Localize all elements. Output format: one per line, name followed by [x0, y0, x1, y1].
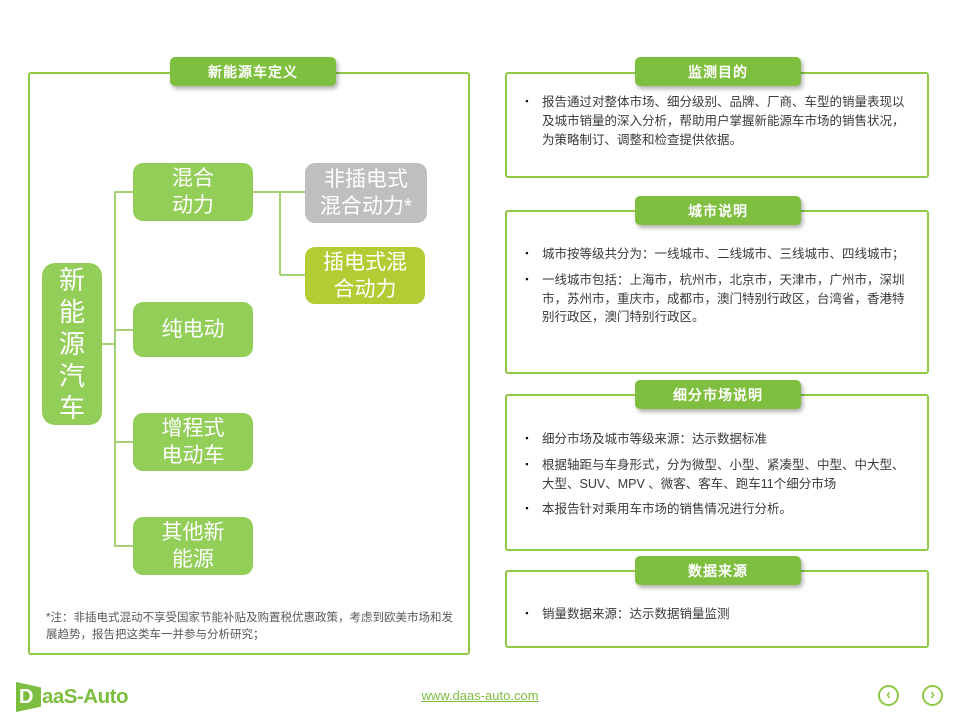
section-badge-market-segment: 细分市场说明 — [635, 380, 801, 409]
logo-text: aaS-Auto — [42, 685, 128, 708]
bullet-text: 根据轴距与车身形式，分为微型、小型、紧凑型、中型、中大型、大型、SUV、MPV … — [542, 457, 905, 491]
connector-line — [115, 545, 133, 547]
bullet-text: 报告通过对整体市场、细分级别、品牌、厂商、车型的销量表现以及城市销量的深入分析，… — [542, 95, 905, 147]
node-other-new-energy: 其他新 能源 — [133, 517, 253, 575]
bullet-text: 销量数据来源：达示数据销量监测 — [542, 607, 730, 621]
node-new-energy-vehicle: 新 能 源 汽 车 — [42, 263, 102, 425]
bullet-text: 城市按等级共分为：一线城市、二线城市、三线城市、四线城市； — [542, 247, 905, 261]
bullet-item: ▪ 报告通过对整体市场、细分级别、品牌、厂商、车型的销量表现以及城市销量的深入分… — [521, 93, 909, 149]
section-monitoring-purpose — [505, 72, 929, 178]
chevron-left-icon: ‹ — [886, 686, 891, 703]
bullet-item: ▪ 本报告针对乘用车市场的销售情况进行分析。 — [521, 500, 909, 519]
definition-footnote: *注：非插电式混动不享受国家节能补贴及购置税优惠政策，考虑到欧美市场和发展趋势，… — [46, 612, 453, 641]
connector-line — [115, 191, 133, 193]
section-market-segment — [505, 394, 929, 551]
node-plugin-hybrid: 插电式混 合动力 — [305, 247, 425, 304]
definition-badge: 新能源车定义 — [170, 57, 336, 86]
node-pure-electric: 纯电动 — [133, 302, 253, 357]
bullet-item: ▪ 根据轴距与车身形式，分为微型、小型、紧凑型、中型、中大型、大型、SUV、MP… — [521, 456, 909, 494]
section-badge-data-source: 数据来源 — [635, 556, 801, 585]
connector-line — [102, 343, 115, 345]
section-badge-monitoring-purpose: 监测目的 — [635, 57, 801, 86]
bullet-icon: ▪ — [525, 248, 529, 258]
bullet-icon: ▪ — [525, 458, 529, 469]
connector-line — [115, 441, 133, 443]
bullet-item: ▪ 销量数据来源：达示数据销量监测 — [521, 605, 909, 624]
logo-d-icon: D — [16, 682, 41, 712]
logo: D aaS-Auto — [16, 682, 128, 712]
node-non-plugin-hybrid: 非插电式 混合动力* — [305, 163, 427, 223]
bullet-item: ▪ 细分市场及城市等级来源：达示数据标准 — [521, 430, 909, 449]
bullet-text: 本报告针对乘用车市场的销售情况进行分析。 — [542, 502, 793, 517]
bullet-text: 一线城市包括：上海市，杭州市，北京市，天津市，广州市，深圳市，苏州市，重庆市，成… — [542, 272, 905, 325]
next-button[interactable]: › — [922, 685, 943, 706]
section-badge-city-description: 城市说明 — [635, 196, 801, 225]
bullet-icon: ▪ — [525, 96, 529, 106]
connector-line — [279, 191, 281, 275]
bullet-icon: ▪ — [525, 433, 529, 443]
node-range-extended: 增程式 电动车 — [133, 413, 253, 471]
connector-line — [115, 329, 133, 331]
bullet-text: 细分市场及城市等级来源：达示数据标准 — [542, 432, 768, 446]
connector-line — [280, 274, 305, 276]
connector-line — [114, 191, 116, 547]
chevron-right-icon: › — [930, 686, 935, 703]
bullet-icon: ▪ — [525, 273, 529, 284]
node-hybrid: 混合 动力 — [133, 163, 253, 221]
bullet-icon: ▪ — [525, 608, 529, 618]
footer-link[interactable]: www.daas-auto.com — [421, 688, 539, 703]
prev-button[interactable]: ‹ — [878, 685, 899, 706]
bullet-item: ▪ 城市按等级共分为：一线城市、二线城市、三线城市、四线城市； — [521, 245, 909, 264]
bullet-item: ▪ 一线城市包括：上海市，杭州市，北京市，天津市，广州市，深圳市，苏州市，重庆市… — [521, 271, 909, 327]
bullet-icon: ▪ — [525, 503, 529, 514]
